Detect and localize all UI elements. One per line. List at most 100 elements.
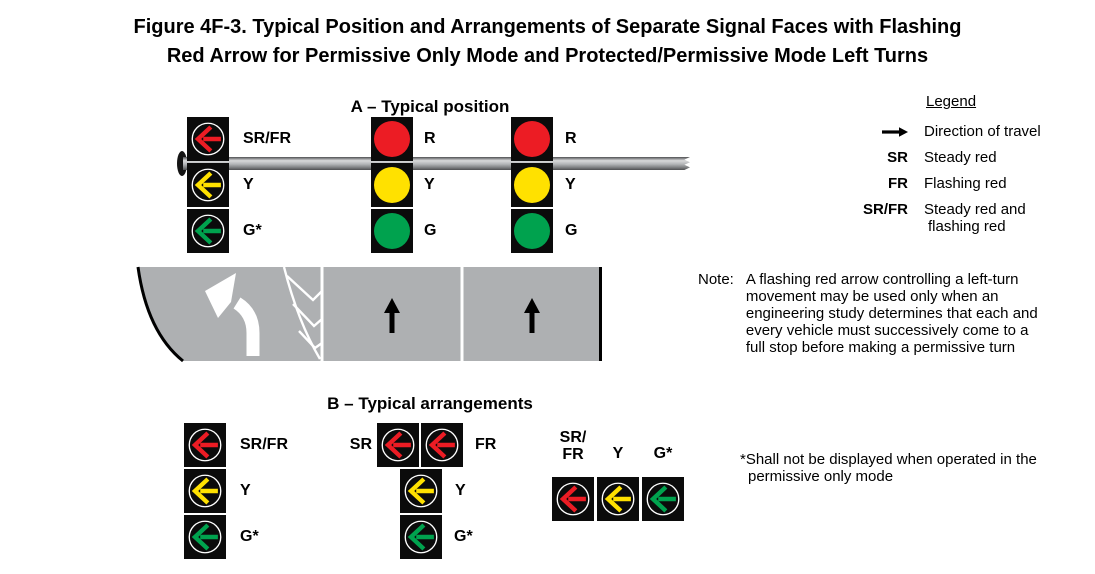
signal-label: G — [565, 222, 578, 239]
signal-label: SR/FR — [243, 130, 291, 147]
legend-symbol: SR/FR — [863, 201, 908, 218]
green-left-arrow-icon — [191, 214, 225, 248]
signal-label: SR/FR — [240, 436, 288, 453]
note-line: movement may be used only when an — [745, 288, 999, 305]
note-line: A flashing red arrow controlling a left-… — [745, 271, 1019, 288]
yellow-left-arrow-icon — [601, 482, 635, 516]
yellow-ball-section — [371, 163, 413, 207]
note-label: Note: — [698, 271, 734, 288]
signal-label: Y — [455, 482, 466, 499]
green-left-arrow-icon — [404, 520, 438, 554]
yellow-left-arrow-icon — [191, 168, 225, 202]
figure-title-line2: Red Arrow for Permissive Only Mode and P… — [166, 45, 929, 67]
yellow-ball-icon — [374, 167, 410, 203]
yellow-arrow-section — [187, 163, 229, 207]
legend-symbol: FR — [888, 175, 908, 192]
signal-label: G* — [454, 528, 473, 545]
red-left-arrow-icon — [425, 428, 459, 462]
green-ball-icon — [374, 213, 410, 249]
legend-title: Legend — [926, 93, 977, 110]
legend-entry: FR Flashing red — [862, 175, 1087, 192]
signal-label: SR/ FR — [552, 429, 594, 463]
red-left-arrow-icon — [381, 428, 415, 462]
gore-taper-line — [282, 266, 322, 360]
legend-entry: SR/FR Steady red and flashing red — [862, 201, 1087, 235]
arrangement-t-column — [400, 469, 442, 559]
section-a-header: A – Typical position — [350, 97, 510, 116]
footnote: *Shall not be displayed when operated in… — [740, 451, 1037, 485]
figure-title: Figure 4F-3. Typical Position and Arrang… — [0, 13, 1095, 71]
mast-arm-end-cap — [177, 151, 187, 176]
roadway-diagram — [136, 266, 602, 363]
green-left-arrow-icon — [646, 482, 680, 516]
legend-entry: Direction of travel — [862, 123, 1087, 140]
arrangement-horizontal — [552, 477, 684, 521]
legend-entry-text: Steady red — [924, 149, 997, 166]
footnote-line2: permissive only mode — [748, 468, 894, 485]
red-left-arrow-icon — [191, 122, 225, 156]
yellow-ball-section — [511, 163, 553, 207]
green-arrow-section — [184, 515, 226, 559]
signal-face-through-2 — [511, 117, 553, 253]
signal-label: SR — [349, 436, 372, 453]
red-arrow-section — [377, 423, 419, 467]
left-turn-lane-arrow-icon — [205, 273, 260, 356]
arrangement-t-top-row — [377, 423, 463, 467]
arrangement-vertical — [184, 423, 226, 559]
signal-label: Y — [612, 445, 624, 462]
legend-symbol: SR — [887, 149, 908, 166]
green-ball-section — [371, 209, 413, 253]
gore-chevron-3 — [298, 330, 323, 350]
signal-label-line1: SR/ — [559, 429, 587, 446]
green-ball-icon — [514, 213, 550, 249]
arrangement-vertical-labels: SR/FR Y G* — [240, 423, 288, 559]
green-arrow-section — [400, 515, 442, 559]
signal-label: G* — [240, 528, 259, 545]
red-ball-section — [371, 117, 413, 161]
signal-label: G — [424, 222, 437, 239]
red-left-arrow-icon — [556, 482, 590, 516]
green-ball-section — [511, 209, 553, 253]
red-arrow-section — [187, 117, 229, 161]
signal-face-through-1 — [371, 117, 413, 253]
note-line: engineering study determines that each a… — [745, 305, 1038, 322]
green-left-arrow-icon — [188, 520, 222, 554]
red-ball-icon — [514, 121, 550, 157]
signal-face-left-turn-arrows — [187, 117, 229, 253]
legend-entry: SR Steady red — [862, 149, 1087, 166]
legend-entry-text: Steady red and flashing red — [924, 201, 1026, 235]
red-arrow-section — [552, 477, 594, 521]
yellow-left-arrow-icon — [404, 474, 438, 508]
yellow-arrow-section — [400, 469, 442, 513]
signal-label: G* — [653, 445, 673, 462]
red-arrow-section — [184, 423, 226, 467]
red-left-arrow-icon — [188, 428, 222, 462]
legend-entry-text-line2: flashing red — [928, 218, 1006, 235]
left-turn-signal-labels: SR/FR Y G* — [243, 117, 291, 253]
red-arrow-section — [421, 423, 463, 467]
gore-chevron-1 — [286, 275, 323, 302]
green-arrow-section — [642, 477, 684, 521]
yellow-left-arrow-icon — [188, 474, 222, 508]
signal-label: Y — [240, 482, 251, 499]
through-signal-1-labels: R Y G — [424, 117, 436, 253]
section-b-header: B – Typical arrangements — [327, 394, 533, 413]
through-signal-2-labels: R Y G — [565, 117, 577, 253]
signal-label-line2: FR — [562, 445, 584, 463]
legend-entry-text-line1: Steady red and — [924, 201, 1026, 218]
direction-of-travel-arrow-icon — [862, 123, 908, 140]
through-lane-arrow-icon — [384, 298, 400, 333]
legend-entry-text: Direction of travel — [924, 123, 1041, 140]
signal-label: Y — [565, 176, 576, 193]
legend: Legend Direction of travel SR Steady red… — [862, 93, 1087, 244]
red-ball-section — [511, 117, 553, 161]
gore-chevron-2 — [292, 303, 323, 328]
signal-label: Y — [243, 176, 254, 193]
signal-label: Y — [424, 176, 435, 193]
yellow-arrow-section — [184, 469, 226, 513]
red-ball-icon — [374, 121, 410, 157]
note-line: every vehicle must successively come to … — [745, 322, 1029, 339]
through-lane-arrow-icon — [524, 298, 540, 333]
note-block: Note: A flashing red arrow controlling a… — [698, 271, 1066, 356]
